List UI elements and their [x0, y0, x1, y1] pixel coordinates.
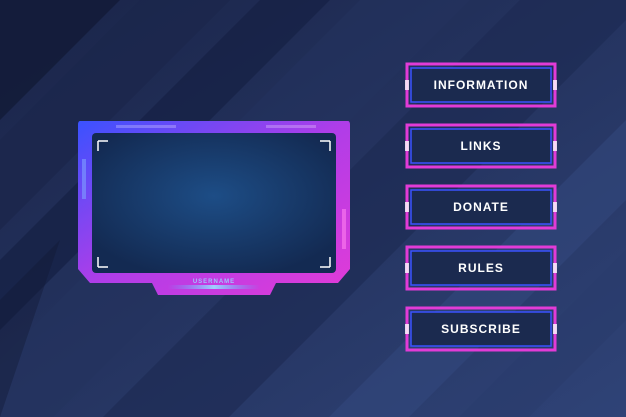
- panel-rules-label: RULES: [458, 261, 504, 275]
- panel-subscribe-button[interactable]: SUBSCRIBE: [405, 306, 557, 352]
- panel-rules-button[interactable]: RULES: [405, 245, 557, 291]
- username-label: USERNAME: [192, 279, 236, 285]
- panel-subscribe-label: SUBSCRIBE: [441, 322, 521, 336]
- panel-links-label: LINKS: [460, 139, 502, 153]
- panel-links-button[interactable]: LINKS: [405, 123, 557, 169]
- panel-information-label: INFORMATION: [433, 78, 529, 92]
- panel-donate-label: DONATE: [453, 200, 509, 214]
- panel-frame: [405, 123, 557, 169]
- panel-frame: [405, 245, 557, 291]
- panel-frame: [405, 306, 557, 352]
- panel-frame: [405, 184, 557, 230]
- webcam-frame: [78, 121, 350, 295]
- panel-information-button[interactable]: INFORMATION: [405, 62, 557, 108]
- webcam-overlay: USERNAME: [76, 119, 352, 298]
- panel-frame: [405, 62, 557, 108]
- panel-donate-button[interactable]: DONATE: [405, 184, 557, 230]
